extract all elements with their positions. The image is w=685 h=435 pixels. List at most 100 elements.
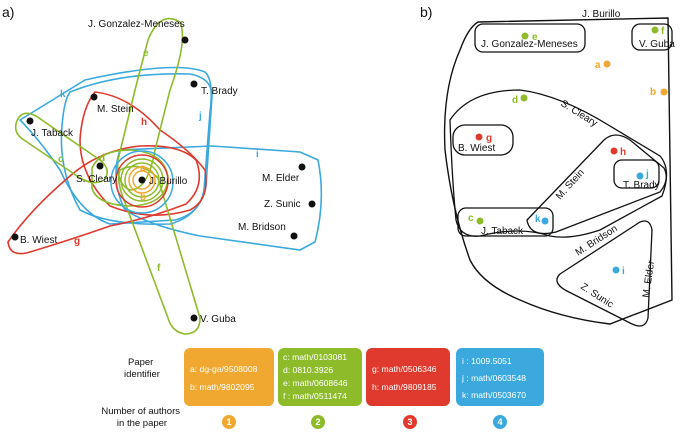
legend-paper-id-label: Paper identifier [124, 357, 160, 380]
label-guba: V. Guba [200, 314, 236, 325]
label-cleary: S. Cleary [76, 174, 117, 185]
edge-label-f: f [157, 263, 161, 274]
node-wiest [11, 233, 19, 241]
edge-b-label-i: i [622, 266, 625, 277]
dot-c [476, 217, 484, 225]
group-burillo [443, 17, 673, 325]
b-label-taback: J. Taback [481, 226, 524, 237]
group-wiest [452, 124, 514, 156]
node-cleary [96, 162, 104, 170]
legend-count-blue: 4 [497, 417, 502, 427]
legend-green-paper-0: c: math/0103081 [283, 352, 347, 362]
panel-a-label: a) [2, 4, 14, 20]
edge-b-label-f: f [661, 26, 665, 37]
b-label-burillo: J. Burillo [582, 9, 621, 20]
dot-e [521, 32, 529, 40]
dot-d [520, 94, 528, 102]
legend-box-blue [456, 348, 544, 406]
legend-blue-paper-1: j : math/0603548 [461, 373, 526, 383]
edge-label-k: k [60, 89, 66, 100]
legend-green-paper-2: e: math/0608646 [283, 378, 348, 388]
hyperedge-c [14, 112, 108, 184]
legend-red-paper-0: g: math/0506346 [372, 364, 437, 374]
group-guba [631, 23, 673, 51]
b-label-guba: V. Guba [639, 39, 675, 50]
label-bridson: M. Bridson [238, 222, 286, 233]
legend-num-authors-label: Number of authors in the paper [101, 406, 182, 429]
legend-green-paper-3: f : math/0511474 [283, 391, 347, 401]
b-label-elder: M. Elder [641, 259, 657, 298]
legend-green-paper-1: d: 0810.3926 [283, 365, 333, 375]
edge-b-label-e: e [532, 32, 538, 43]
b-label-cleary: S. Cleary [558, 98, 599, 129]
legend-orange-paper-0: a: dg-ga/9508008 [190, 364, 258, 374]
edge-label-j: j [198, 111, 202, 122]
legend-box-red [366, 348, 450, 406]
edge-label-a-left: a [140, 163, 146, 174]
legend-badge-blue [493, 415, 507, 429]
label-stein: M. Stein [97, 104, 134, 115]
edge-b-label-c: c [468, 213, 474, 224]
legend-count-red: 3 [407, 417, 412, 427]
b-label-bridson: M. Bridson [574, 223, 620, 258]
group-elder-bridson-sunic [556, 220, 653, 327]
edge-b-label-b: b [650, 87, 656, 98]
node-burillo [138, 176, 146, 184]
label-burillo: J. Burillo [149, 176, 188, 187]
edge-label-d: d [99, 153, 105, 164]
label-elder: M. Elder [262, 173, 300, 184]
dot-g [475, 133, 483, 141]
legend-box-green [278, 348, 362, 406]
edge-b-label-k: k [535, 214, 541, 225]
group-stein [526, 134, 667, 235]
group-brady [613, 159, 660, 189]
node-gonzalez [181, 36, 189, 44]
group-gonzalez [474, 23, 586, 53]
edge-label-b-left: b [140, 192, 146, 203]
node-sunic [308, 200, 316, 208]
edge-b-label-d: d [512, 95, 518, 106]
panel-b-label: b) [420, 4, 432, 20]
node-bridson [290, 232, 298, 240]
dot-j [636, 172, 644, 180]
legend-box-orange [184, 348, 274, 406]
dot-b [660, 88, 668, 96]
label-wiest: B. Wiest [20, 235, 57, 246]
dot-k [541, 217, 549, 225]
edge-label-c: c [58, 154, 64, 165]
b-label-gonzalez: J. Gonzalez-Meneses [481, 39, 578, 50]
nodes-panel-a [11, 36, 316, 322]
edge-b-label-j: j [645, 169, 649, 180]
legend-blue-paper-0: i : 1009.5051 [462, 356, 512, 366]
dot-h [610, 147, 618, 155]
legend-red-paper-1: h: math/9809185 [372, 382, 437, 392]
dot-f [651, 26, 659, 34]
label-brady: T. Brady [201, 86, 238, 97]
legend-badge-orange [222, 415, 236, 429]
node-guba [190, 314, 198, 322]
edge-label-i: i [256, 149, 259, 160]
burillo-rings [110, 150, 174, 214]
edge-label-h: h [141, 117, 147, 128]
node-stein [90, 93, 98, 101]
edge-label-e: e [143, 48, 149, 59]
hyperedge-g [7, 144, 201, 255]
b-label-brady: T. Brady [623, 180, 660, 191]
node-taback [26, 117, 34, 125]
b-label-stein: M. Stein [554, 167, 587, 202]
legend-badge-green [311, 415, 325, 429]
legend-blue-paper-2: k: math/0503670 [462, 390, 526, 400]
label-taback: J. Taback [31, 128, 74, 139]
edge-b-label-a: a [595, 60, 601, 71]
edge-label-g: g [74, 236, 80, 247]
group-cleary [449, 89, 668, 238]
label-gonzalez: J. Gonzalez-Meneses [88, 19, 185, 30]
legend: Paper identifier Number of authors in th… [101, 348, 544, 429]
legend-orange-paper-1: b: math/9802095 [190, 382, 255, 392]
group-taback [457, 207, 554, 237]
node-elder [298, 163, 306, 171]
b-label-wiest: B. Wiest [458, 143, 495, 154]
legend-count-orange: 1 [226, 417, 231, 427]
node-brady [190, 80, 198, 88]
